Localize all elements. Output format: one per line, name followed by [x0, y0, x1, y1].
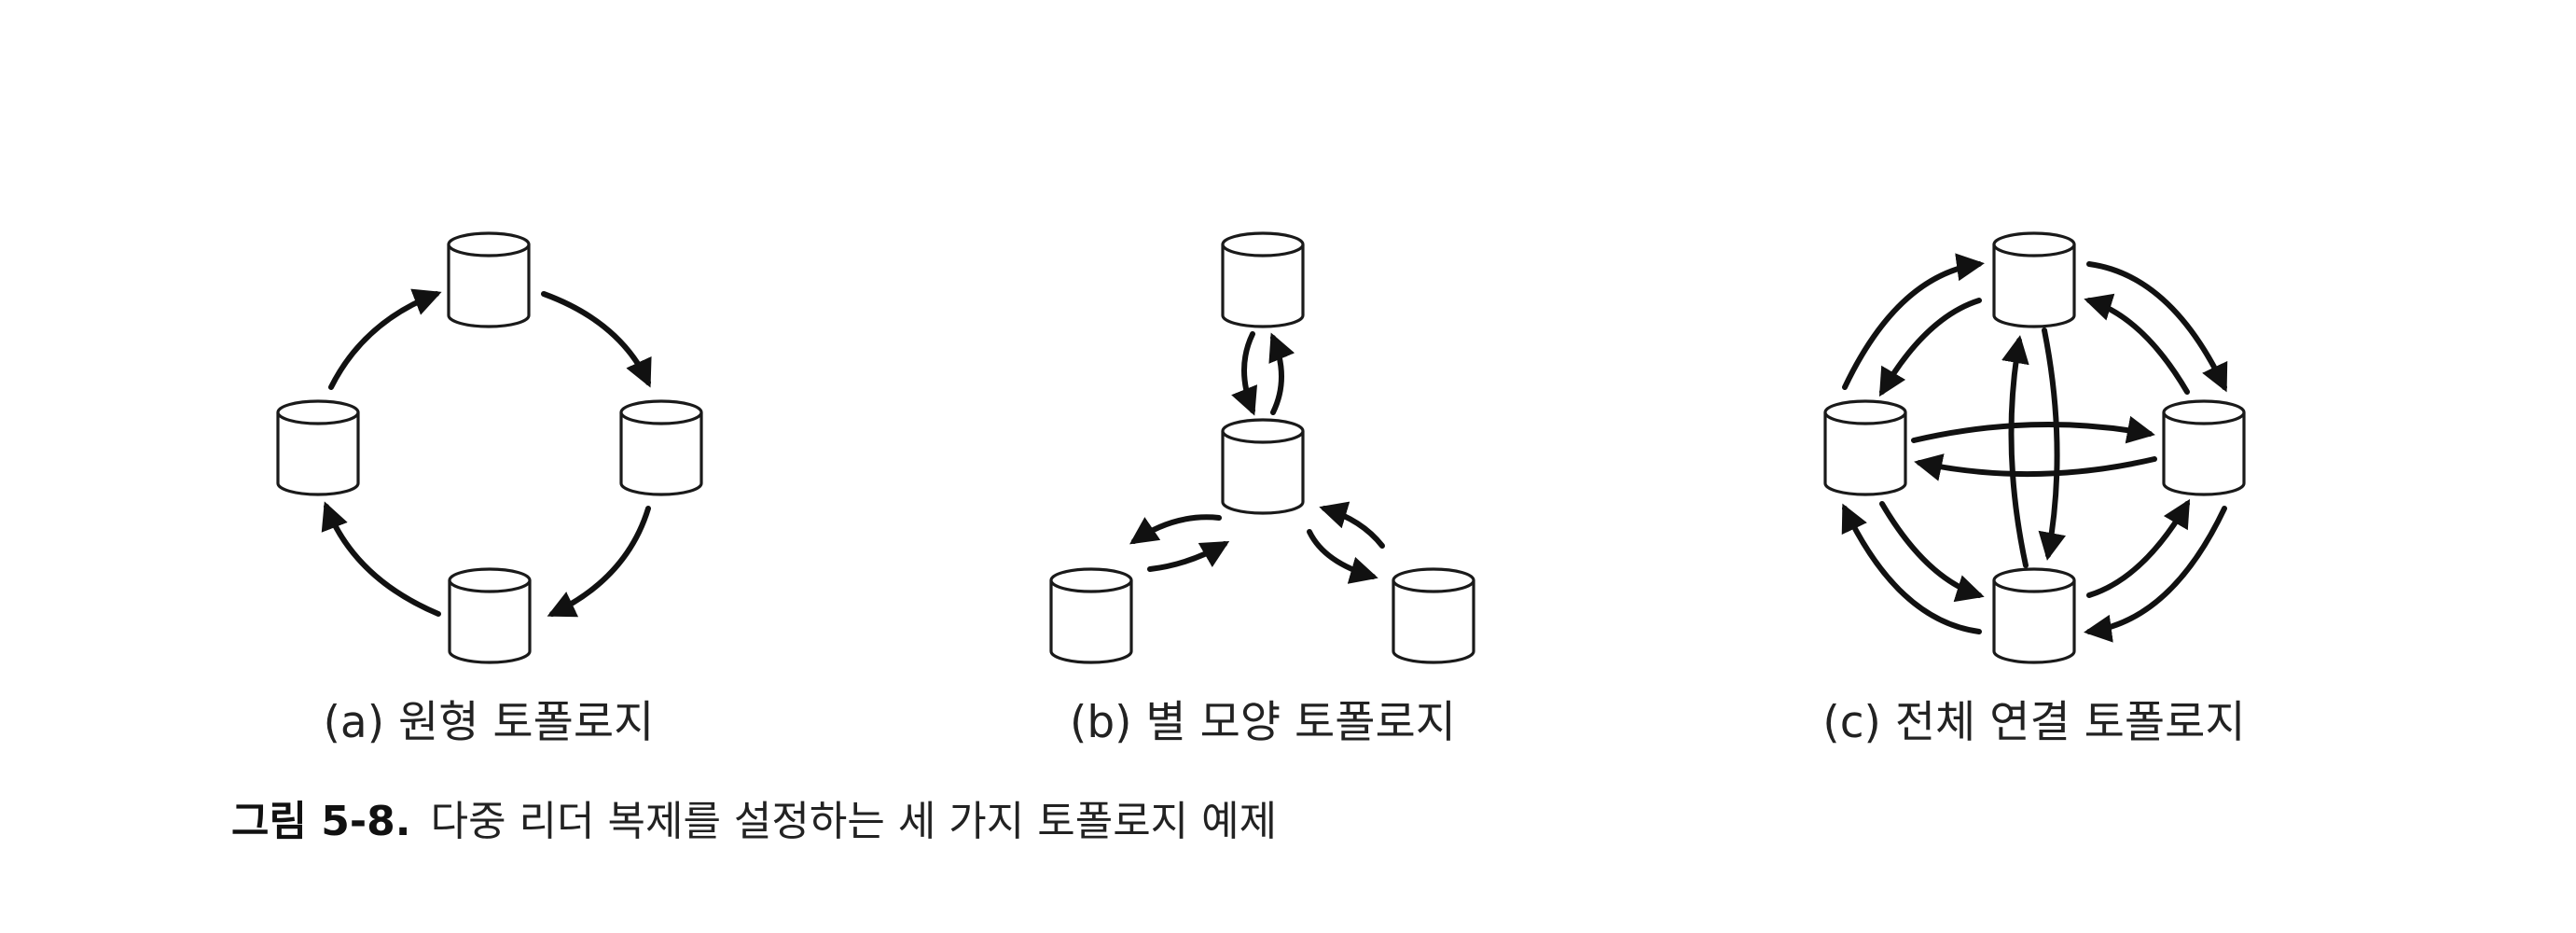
replication-arrow: [2001, 335, 2029, 568]
replication-arrow: [1319, 501, 1385, 549]
replication-arrow: [2086, 261, 2228, 393]
database-node-icon: [1221, 418, 1305, 515]
database-node-icon: [1049, 567, 1133, 664]
replication-arrow: [2038, 327, 2067, 561]
replication-arrow: [1911, 415, 2155, 444]
diagram-b-caption: (b) 별 모양 토폴로지: [1070, 697, 1456, 748]
replication-arrow: [321, 501, 441, 617]
replication-arrow: [547, 506, 651, 618]
replication-arrow: [2086, 498, 2191, 598]
replication-arrow: [2084, 293, 2190, 395]
replication-arrow: [1147, 540, 1230, 572]
database-node-icon: [1823, 399, 1907, 496]
replication-arrow: [1914, 453, 2157, 481]
database-node-icon: [1992, 567, 2076, 664]
replication-arrow: [1231, 331, 1258, 416]
replication-arrow: [2084, 506, 2227, 643]
replication-arrow: [1879, 501, 1985, 603]
database-node-icon: [1221, 231, 1305, 328]
replication-arrow: [541, 291, 652, 388]
figure-caption: 그림 5-8. 다중 리더 복제를 설정하는 세 가지 토폴로지 예제: [231, 798, 1277, 845]
circular-topology-diagram: [276, 231, 703, 664]
database-node-icon: [1392, 567, 1475, 664]
database-node-icon: [1992, 231, 2076, 328]
diagram-a-caption: (a) 원형 토폴로지: [324, 697, 655, 748]
database-node-icon: [447, 231, 531, 328]
replication-arrow: [1878, 298, 1982, 397]
star-topology-diagram: [1049, 231, 1475, 664]
replication-arrow: [1842, 253, 1985, 390]
replication-arrow: [1841, 503, 1982, 634]
diagram-c-caption: (c) 전체 연결 토폴로지: [1822, 697, 2245, 748]
replication-arrow: [1129, 514, 1222, 545]
replication-arrow: [1268, 332, 1295, 415]
replication-arrow: [1307, 529, 1378, 584]
all-to-all-topology-diagram: [1823, 231, 2246, 664]
database-node-icon: [448, 567, 532, 664]
database-node-icon: [2162, 399, 2246, 496]
database-node-icon: [619, 399, 703, 496]
replication-arrow: [328, 288, 442, 390]
figure-caption-label: 그림 5-8.: [231, 798, 411, 845]
figure-caption-text: 다중 리더 복제를 설정하는 세 가지 토폴로지 예제: [431, 798, 1278, 845]
database-node-icon: [276, 399, 360, 496]
